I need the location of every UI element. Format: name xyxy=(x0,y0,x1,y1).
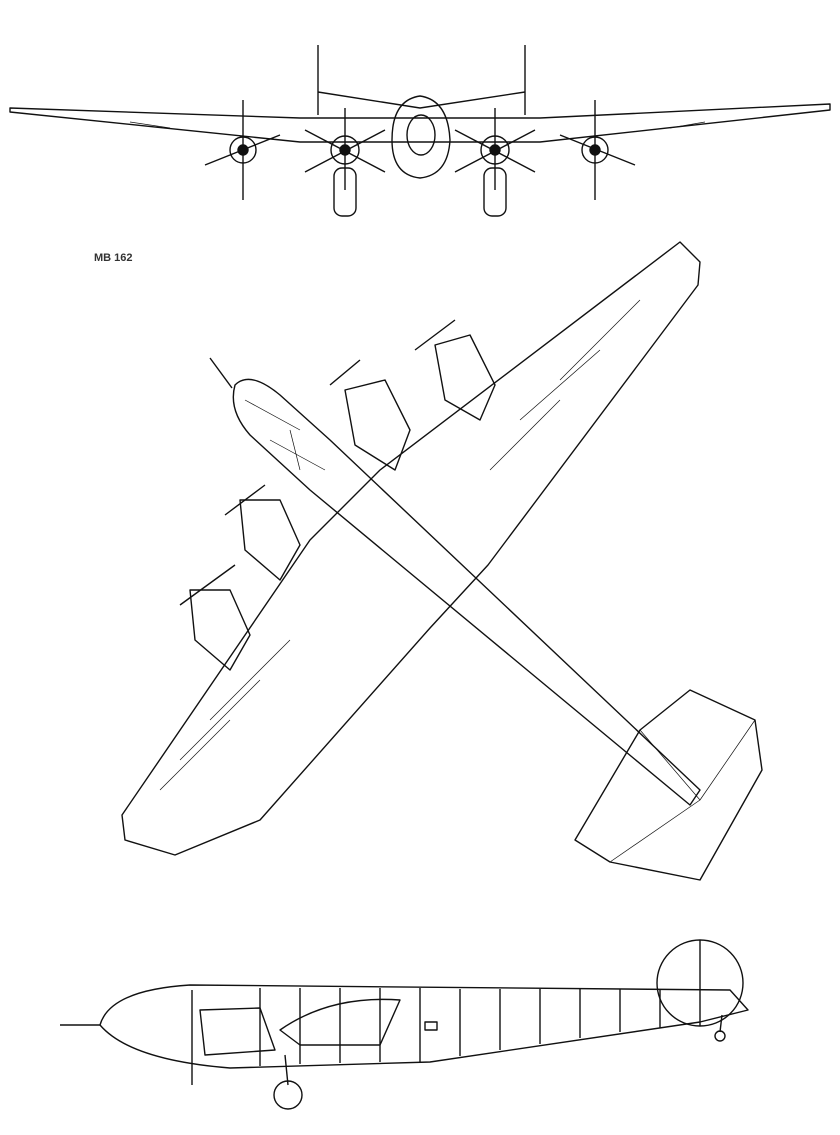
front-landing-gear xyxy=(333,167,507,217)
front-wing xyxy=(9,103,831,143)
front-fuselage xyxy=(391,95,451,179)
plan-wing xyxy=(121,241,701,856)
plan-view xyxy=(121,241,763,881)
plan-tailplane xyxy=(574,689,763,881)
front-view xyxy=(9,45,831,217)
side-fuselage xyxy=(99,984,749,1069)
front-engines xyxy=(204,100,636,200)
side-view xyxy=(60,939,749,1110)
side-wing-root xyxy=(279,998,401,1046)
side-engine xyxy=(191,990,276,1085)
plan-engines xyxy=(179,319,496,671)
aircraft-designation-label: MB 162 xyxy=(94,252,133,264)
front-tailplane xyxy=(317,91,526,109)
side-landing-gear xyxy=(273,1014,726,1110)
plan-fuselage xyxy=(232,378,701,806)
